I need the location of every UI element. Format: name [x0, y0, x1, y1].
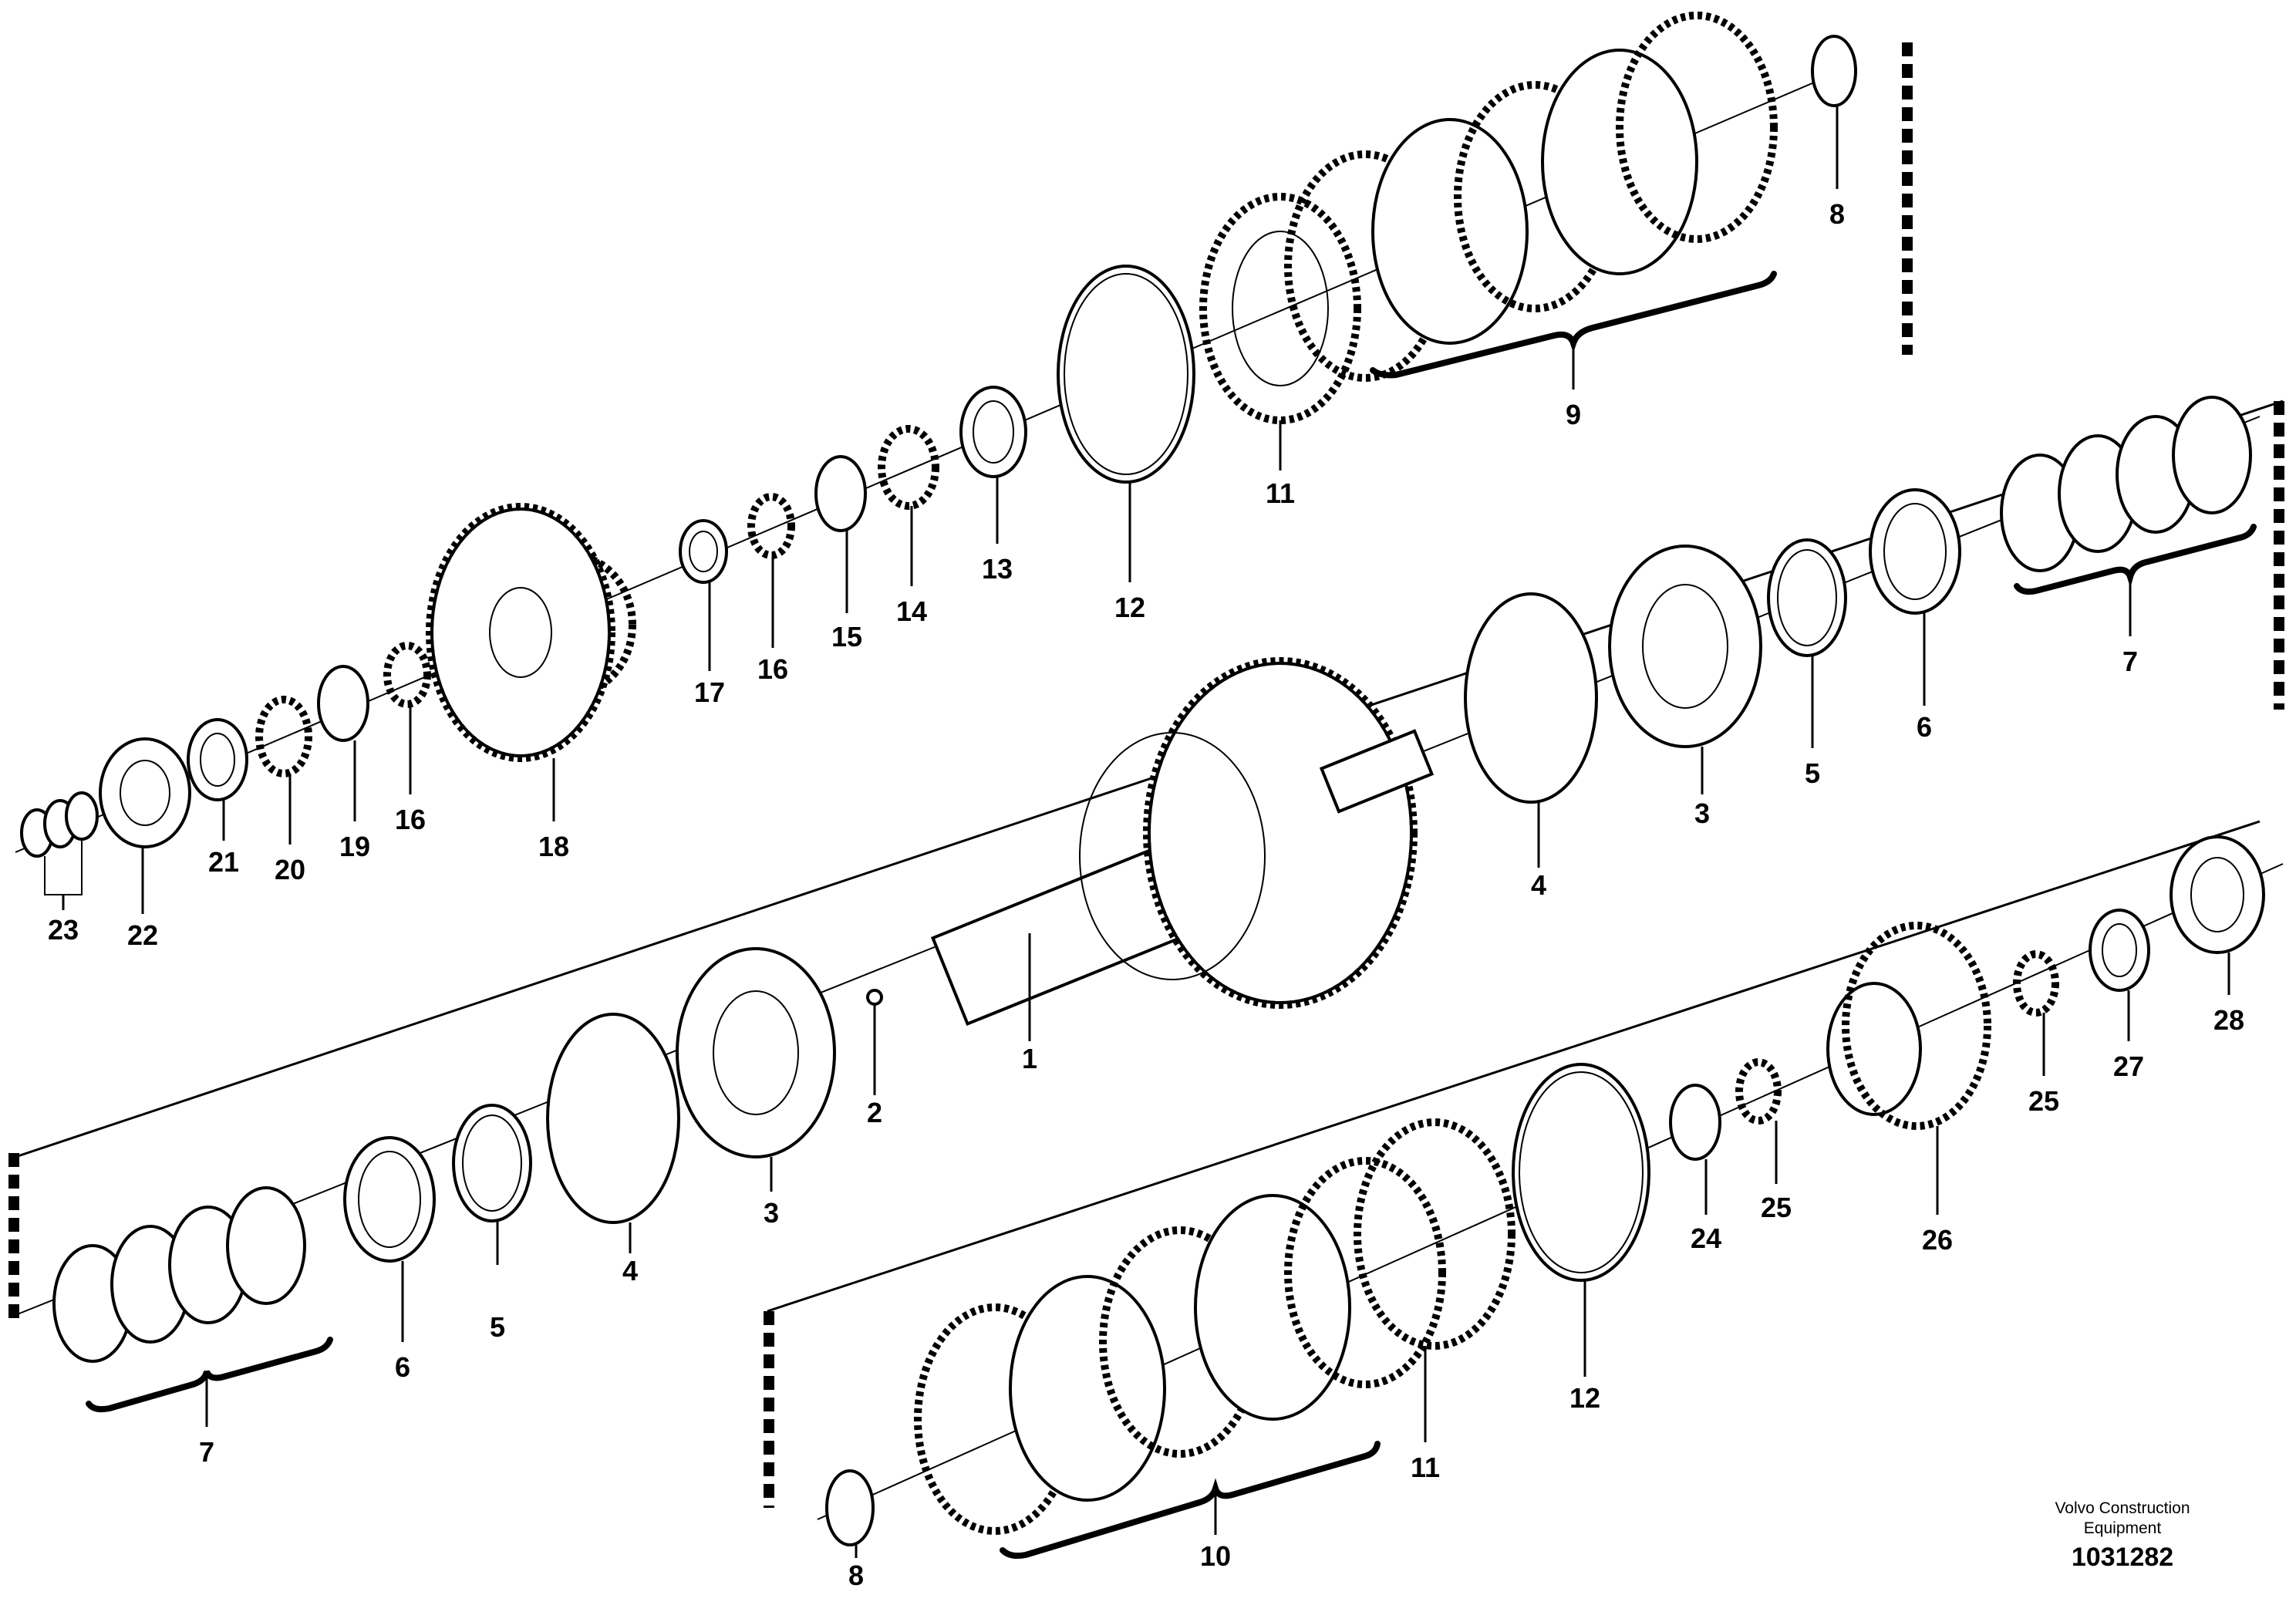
part-23-snap-rings: [20, 791, 99, 858]
callout-18: 18: [538, 831, 569, 862]
callout-10: 10: [1200, 1540, 1231, 1572]
callout-9: 9: [1566, 399, 1581, 430]
part-11-disc: [1354, 1118, 1515, 1350]
callout-27: 27: [2113, 1050, 2144, 1082]
part-16-needle-bearing: [383, 642, 431, 708]
callout-3: 3: [764, 1197, 779, 1229]
part-19-ring: [317, 665, 369, 742]
document-number: 1031282: [2072, 1543, 2173, 1572]
axis-line-top: [15, 73, 1836, 853]
callout-8: 8: [1829, 198, 1845, 230]
part-28-bearing: [2170, 835, 2265, 954]
callout-4: 4: [622, 1255, 638, 1286]
callout-2: 2: [867, 1097, 882, 1128]
part-17-bushing: [679, 519, 728, 584]
callout-12: 12: [1114, 592, 1145, 623]
part-18-gear: [426, 503, 636, 762]
callout-16: 16: [757, 653, 788, 685]
callout-17: 17: [694, 676, 725, 708]
callout-4: 4: [1531, 869, 1546, 901]
part-15-ring: [814, 455, 867, 532]
callout-25: 25: [1761, 1192, 1792, 1223]
part-26-gear: [1826, 922, 1991, 1130]
bracket-23: [44, 841, 83, 895]
callout-11: 11: [1411, 1452, 1440, 1483]
callout-22: 22: [127, 919, 158, 951]
leader-lines: [62, 106, 2230, 1558]
bracket-9: [1370, 271, 1777, 379]
part-11-disc: [1199, 193, 1361, 424]
callout-26: 26: [1922, 1224, 1953, 1256]
callout-7: 7: [2122, 646, 2138, 677]
part-10-clutch-disc-pack: [914, 1157, 1446, 1535]
callout-14: 14: [896, 595, 927, 627]
brand-name-line1: Volvo Construction: [2055, 1499, 2190, 1517]
part-21-washer: [187, 718, 248, 801]
part-16-needle-bearing: [747, 493, 795, 559]
part-7-disc-pack: [2000, 396, 2252, 572]
part-27-washer: [2089, 909, 2150, 992]
part-7-disc-pack: [52, 1186, 306, 1363]
part-24-ring: [1669, 1084, 1721, 1161]
callout-5: 5: [490, 1311, 505, 1343]
part-20-thrust-bearing: [255, 696, 312, 777]
callout-21: 21: [208, 846, 239, 878]
callout-3: 3: [1694, 798, 1710, 829]
part-25-needle-bearing: [2013, 950, 2059, 1017]
frame-line-bottom: [767, 820, 2261, 1313]
callout-8: 8: [848, 1560, 864, 1591]
callout-24: 24: [1691, 1222, 1721, 1254]
part-6-piston-ring: [1869, 488, 1961, 615]
callout-20: 20: [275, 854, 305, 885]
callout-11: 11: [1266, 477, 1295, 509]
part-5-ring: [452, 1104, 532, 1222]
part-1-shaft-drum: [930, 657, 1435, 1027]
part-6-piston-ring: [343, 1136, 436, 1263]
brand-name-line2: Equipment: [2084, 1519, 2162, 1537]
part-8-snap-ring: [825, 1469, 875, 1546]
callout-1: 1: [1022, 1043, 1037, 1074]
part-9-clutch-disc-pack: [1284, 12, 1778, 382]
part-3-piston: [1608, 545, 1762, 748]
part-22-bearing: [99, 737, 191, 848]
part-14-thrust-bearing: [878, 425, 939, 510]
callout-13: 13: [982, 553, 1013, 585]
part-2-ball: [866, 989, 883, 1006]
callout-28: 28: [2213, 1004, 2244, 1036]
bracket-7: [86, 1337, 333, 1413]
part-12-seal-ring: [1057, 265, 1195, 484]
callout-23: 23: [48, 914, 79, 946]
bracket-7: [2014, 524, 2257, 595]
callout-12: 12: [1569, 1382, 1600, 1414]
callout-5: 5: [1805, 757, 1820, 789]
part-13-washer: [959, 386, 1027, 478]
part-12-seal-ring: [1512, 1063, 1650, 1282]
callout-25: 25: [2028, 1085, 2059, 1117]
callout-15: 15: [831, 621, 862, 653]
part-4-seal-ring: [546, 1013, 680, 1224]
callout-16: 16: [395, 804, 426, 835]
bracket-10: [1000, 1441, 1381, 1560]
callout-6: 6: [395, 1351, 410, 1383]
part-8-snap-ring: [1811, 35, 1857, 107]
callout-19: 19: [339, 831, 370, 862]
part-25-needle-bearing: [1735, 1058, 1782, 1125]
part-3-piston: [676, 947, 836, 1158]
part-5-ring: [1767, 538, 1847, 657]
callout-7: 7: [199, 1436, 214, 1468]
part-4-seal-ring: [1464, 592, 1598, 804]
callout-6: 6: [1917, 711, 1932, 743]
